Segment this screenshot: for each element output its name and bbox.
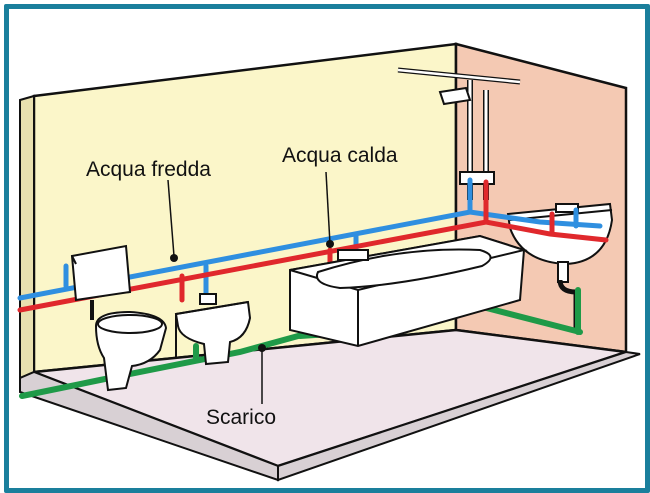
hot-water-pointer-dot (326, 240, 334, 248)
wall-thickness-left (19, 94, 35, 380)
drain-pointer-dot (258, 344, 266, 352)
leader-lines (167, 171, 331, 404)
floor-slab-edge-right (277, 350, 641, 482)
bathtub (289, 234, 528, 348)
hot-water-pipe (17, 179, 609, 313)
toilet (94, 310, 168, 392)
hot-water-label: Acqua calda (282, 144, 398, 167)
drain-label: Scarico (206, 406, 276, 429)
toilet-tank (70, 244, 132, 320)
bidet (174, 293, 252, 366)
cold-water-pointer-dot (170, 254, 178, 262)
cold-water-pipe (17, 177, 603, 301)
cold-water-label: Acqua fredda (86, 158, 211, 181)
